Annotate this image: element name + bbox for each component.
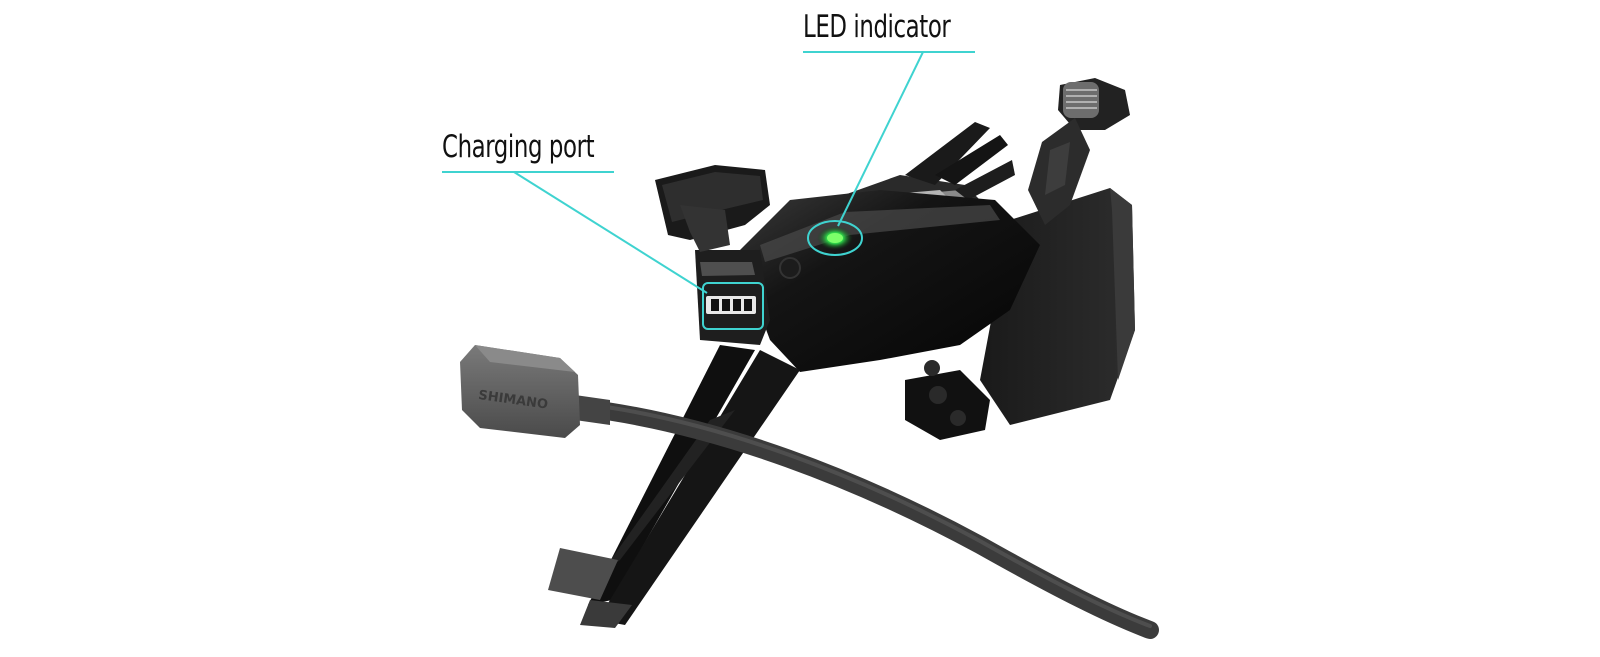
leader-lines xyxy=(442,51,975,330)
led-indicator-label: LED indicator xyxy=(803,9,951,45)
charging-port-label: Charging port xyxy=(442,129,595,165)
cable xyxy=(576,399,1159,639)
rear-mechanism xyxy=(905,370,990,440)
